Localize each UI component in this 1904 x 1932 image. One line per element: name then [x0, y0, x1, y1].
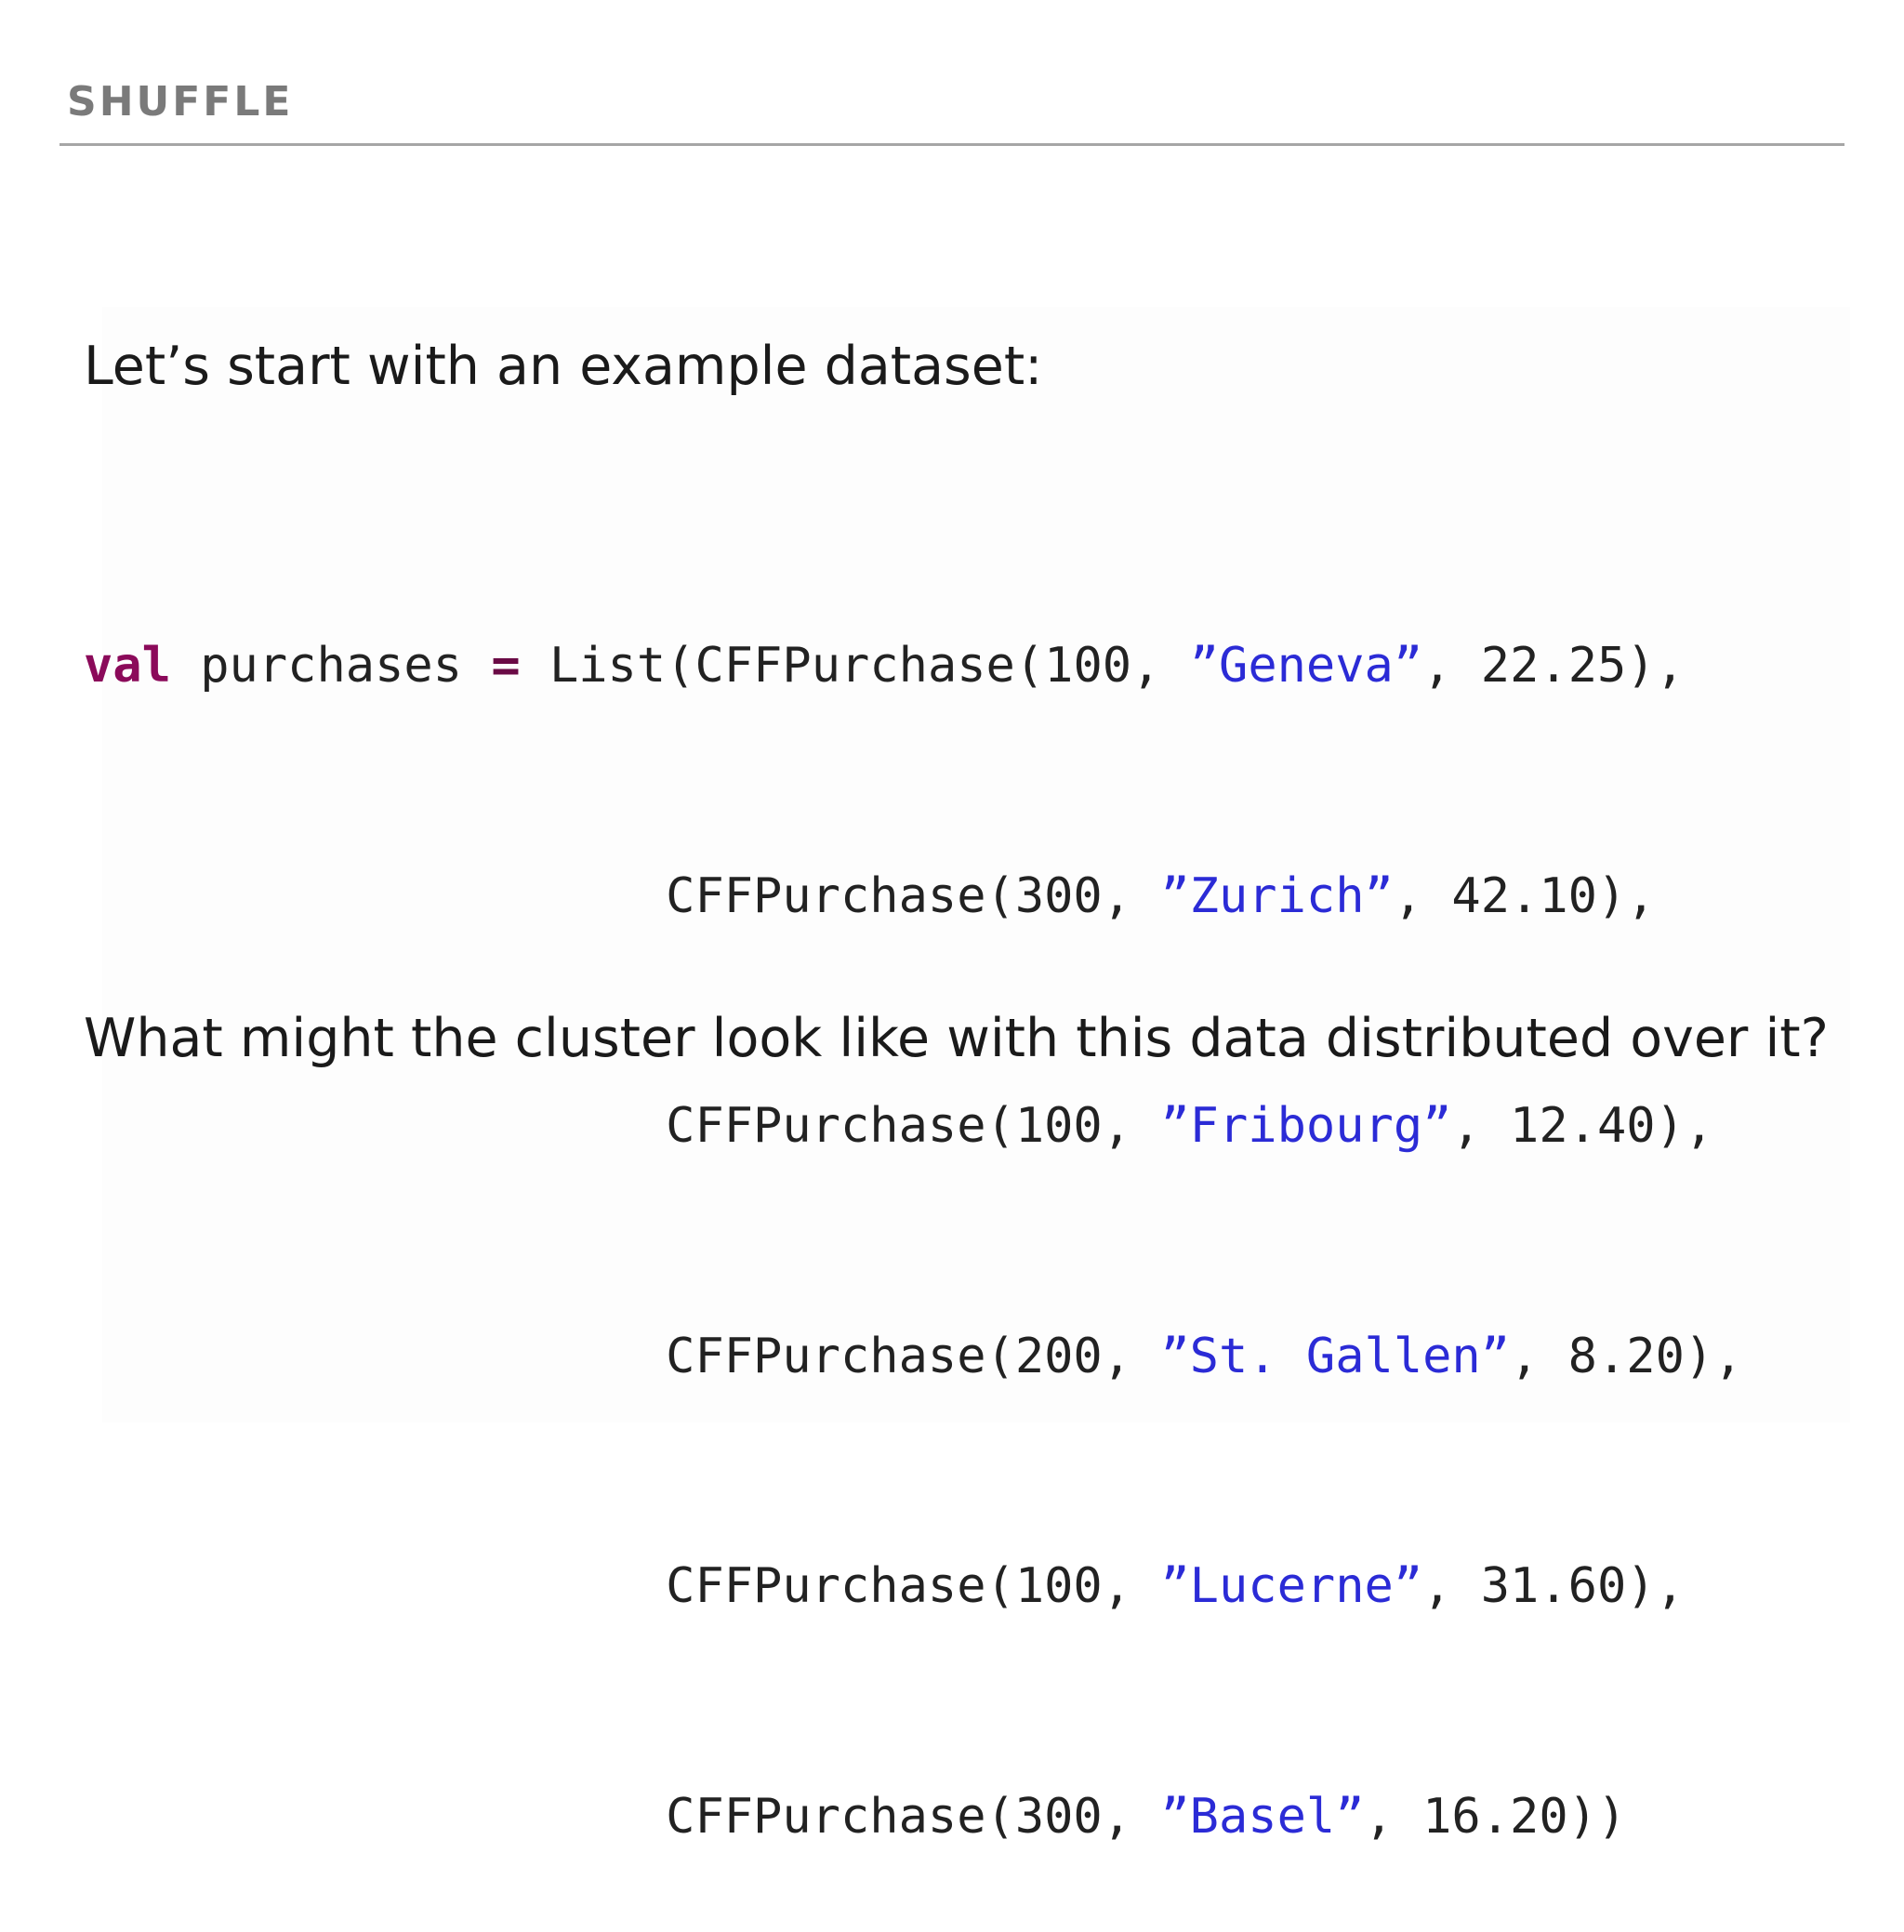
title-divider	[60, 143, 1844, 146]
code-entry-city: ”Geneva”	[1189, 638, 1423, 694]
code-entry-suffix: , 12.40),	[1451, 1098, 1714, 1154]
code-entry-city: ”Basel”	[1160, 1788, 1365, 1845]
code-entry-city: ”St. Gallen”	[1160, 1328, 1511, 1384]
code-entry-city: ”Lucerne”	[1160, 1558, 1423, 1614]
code-entry-prefix: CFFPurchase(300,	[666, 867, 1161, 924]
code-entry-prefix: CFFPurchase(200,	[666, 1328, 1161, 1384]
code-entry-suffix: , 42.10),	[1393, 867, 1656, 924]
code-entry-suffix: , 8.20),	[1510, 1328, 1743, 1384]
code-line-5: CFFPurchase(100, ”Lucerne”, 31.60),	[84, 1548, 1743, 1625]
code-line-2: CFFPurchase(300, ”Zurich”, 42.10),	[84, 858, 1743, 935]
slide-content-area	[102, 307, 1850, 1423]
code-entry-city: ”Fribourg”	[1160, 1098, 1452, 1154]
code-indent	[84, 1329, 666, 1384]
code-indent	[84, 1558, 666, 1614]
code-entry-prefix: CFFPurchase(100,	[666, 1098, 1161, 1154]
question-text: What might the cluster look like with th…	[84, 1008, 1829, 1069]
code-list-open: List(	[549, 638, 695, 694]
code-block: val purchases = List(CFFPurchase(100, ”G…	[84, 474, 1743, 1932]
code-indent	[84, 868, 666, 924]
intro-text: Let’s start with an example dataset:	[84, 336, 1043, 397]
section-title: SHUFFLE	[67, 78, 294, 126]
code-entry-prefix: CFFPurchase(100,	[666, 1558, 1161, 1614]
code-variable: purchases	[200, 638, 462, 694]
code-line-3: CFFPurchase(100, ”Fribourg”, 12.40),	[84, 1088, 1743, 1165]
code-entry-suffix: , 31.60),	[1422, 1558, 1685, 1614]
code-entry-city: ”Zurich”	[1160, 867, 1394, 924]
code-entry-prefix: CFFPurchase(300,	[666, 1788, 1161, 1845]
code-indent	[84, 1789, 666, 1845]
code-indent	[84, 1098, 666, 1154]
code-line-4: CFFPurchase(200, ”St. Gallen”, 8.20),	[84, 1318, 1743, 1396]
code-line-1: val purchases = List(CFFPurchase(100, ”G…	[84, 628, 1743, 705]
code-operator: =	[491, 638, 521, 694]
code-entry-suffix: , 16.20))	[1364, 1788, 1627, 1845]
code-line-6: CFFPurchase(300, ”Basel”, 16.20))	[84, 1779, 1743, 1856]
code-entry-prefix: CFFPurchase(100,	[694, 638, 1190, 694]
code-keyword: val	[84, 638, 171, 694]
code-entry-suffix: , 22.25),	[1422, 638, 1685, 694]
